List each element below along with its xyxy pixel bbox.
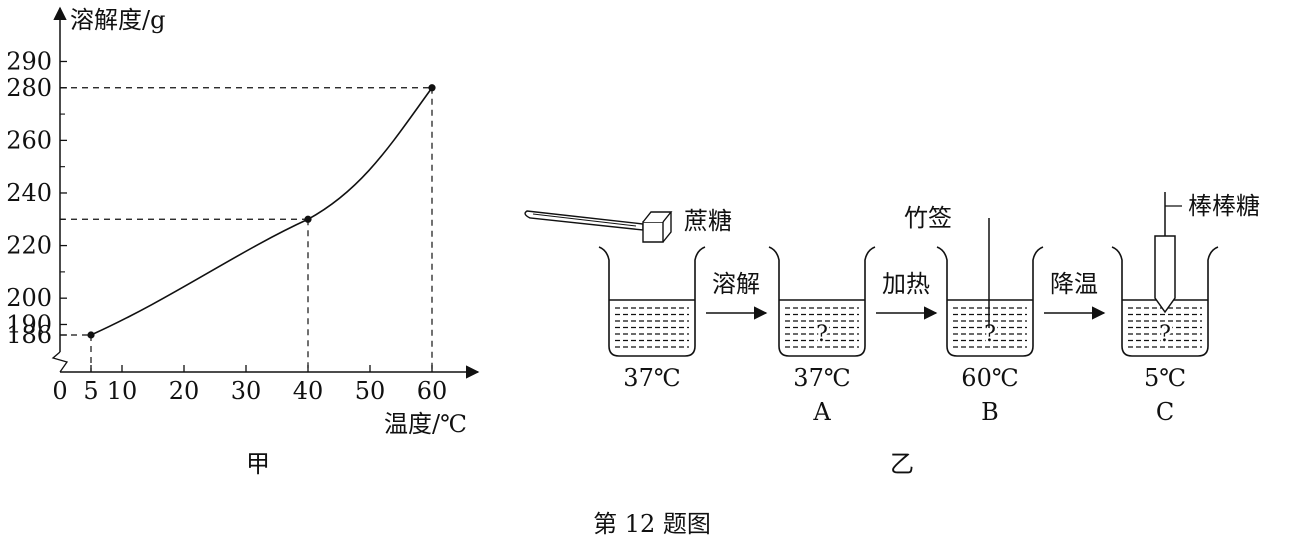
beaker-letter: A [812, 398, 831, 426]
experiment-diagram: 蔗糖 37℃? 37℃ A? 60℃ B? 5℃ C 溶解 加热 降温 竹签 棒棒糖 乙 [524, 192, 1260, 478]
tweezers-icon [524, 210, 644, 231]
step-label-dissolve: 溶解 [712, 270, 760, 298]
marked-point [428, 84, 436, 92]
y-tick-label: 200 [6, 284, 52, 312]
beakers: 37℃? 37℃ A? 60℃ B? 5℃ C [598, 246, 1219, 426]
x-axis-label: 温度/℃ [384, 410, 467, 438]
x-tick-0: 0 [52, 377, 67, 405]
beaker-3: ? 60℃ B [936, 246, 1044, 426]
x-tick-60: 60 [417, 365, 448, 405]
y-tick-label: 240 [6, 179, 52, 207]
marked-point [304, 215, 312, 223]
y-axis-label: 溶解度/g [70, 6, 165, 34]
marked-points [87, 84, 436, 339]
x-tick-label: 20 [169, 377, 200, 405]
beaker-temp: 5℃ [1144, 364, 1186, 392]
sugar-cube-icon [642, 211, 673, 243]
beaker-temp: 37℃ [623, 364, 680, 392]
unknown-marker: ? [816, 322, 828, 347]
x-tick-label: 50 [355, 377, 386, 405]
unknown-marker: ? [984, 322, 996, 347]
y-tick-220: 220 [6, 232, 67, 260]
y-tick-label: 190 [6, 310, 52, 338]
stick-label: 竹签 [904, 204, 952, 232]
y-tick-190: 190 [6, 310, 67, 338]
marked-point [87, 331, 95, 339]
panel-label-yi: 乙 [890, 450, 914, 478]
step-arrow-1: 溶解 [706, 270, 768, 320]
beaker-2: ? 37℃ A [768, 246, 876, 426]
beaker-letter: B [981, 398, 999, 426]
y-tick-186: 186 [6, 321, 67, 349]
solubility-curve [90, 87, 433, 336]
x-tick-label: 30 [231, 377, 262, 405]
y-axis-break [51, 351, 69, 373]
unknown-marker: ? [1159, 322, 1171, 347]
y-tick-label: 290 [6, 47, 52, 75]
lollipop-icon [1154, 192, 1182, 314]
x-tick-label: 0 [52, 377, 67, 405]
lollipop-label: 棒棒糖 [1188, 192, 1260, 220]
beaker-temp: 60℃ [961, 364, 1018, 392]
step-arrow-3: 降温 [1044, 270, 1106, 320]
y-tick-200: 200 [6, 284, 67, 312]
step-label-heat: 加热 [882, 270, 930, 298]
x-tick-40: 40 [293, 365, 324, 405]
y-tick-280: 280 [6, 74, 67, 102]
y-tick-label: 186 [6, 321, 52, 349]
x-tick-label: 10 [107, 377, 138, 405]
x-tick-30: 30 [231, 365, 262, 405]
guide-lines [60, 87, 433, 372]
beaker-letter: C [1156, 398, 1174, 426]
y-tick-260: 260 [6, 126, 67, 154]
x-tick-label: 5 [83, 377, 98, 405]
y-tick-290: 290 [6, 47, 67, 75]
step-label-cool: 降温 [1050, 270, 1098, 298]
sugar-label: 蔗糖 [684, 207, 732, 235]
x-tick-20: 20 [169, 365, 200, 405]
figure-caption: 第 12 题图 [593, 510, 711, 538]
y-tick-label: 280 [6, 74, 52, 102]
y-tick-240: 240 [6, 179, 67, 207]
beaker-1: 37℃ [598, 246, 706, 392]
x-tick-label: 60 [417, 377, 448, 405]
y-tick-label: 220 [6, 232, 52, 260]
step-arrow-2: 加热 [876, 270, 938, 320]
x-tick-10: 10 [107, 365, 138, 405]
y-tick-label: 260 [6, 126, 52, 154]
x-tick-label: 40 [293, 377, 324, 405]
x-tick-50: 50 [355, 365, 386, 405]
panel-label-jia: 甲 [246, 450, 270, 478]
beaker-temp: 37℃ [793, 364, 850, 392]
